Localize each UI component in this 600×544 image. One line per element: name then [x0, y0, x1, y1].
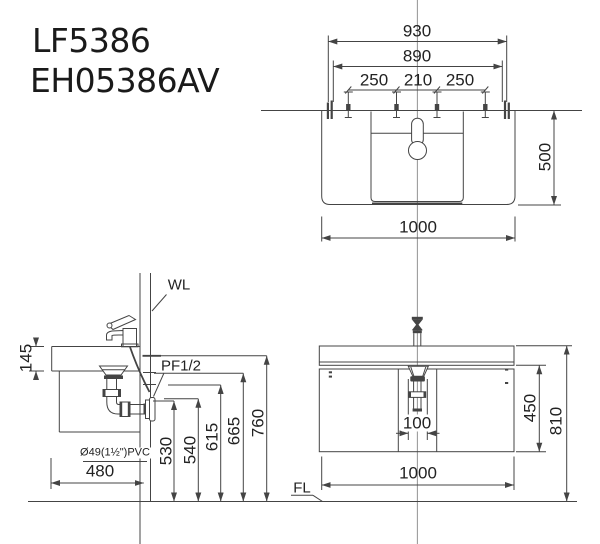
dim-760-label: 760 [248, 408, 268, 438]
dim-145 [29, 337, 44, 380]
basin-outline [370, 111, 464, 202]
dim-530-label: 530 [156, 436, 176, 466]
floor-line-label: FL [293, 479, 311, 497]
drain-pipe-label: Ø49(1½")PVC [79, 446, 151, 459]
dim-500-label: 500 [535, 142, 555, 172]
wl-leader-line [151, 294, 167, 312]
screw-icon [432, 91, 442, 118]
screw-icon [392, 91, 401, 118]
mounting-screws [343, 91, 490, 118]
model-number-1: LF5386 [32, 21, 151, 60]
side-view [29, 273, 270, 544]
dim-210-label: 210 [403, 70, 433, 90]
faucet-front-icon [411, 316, 423, 346]
fl-leader-line [312, 494, 323, 502]
faucet-side-icon [106, 314, 139, 348]
pf-leader-line [153, 372, 165, 397]
hinge-mark [328, 375, 332, 378]
mounting-bracket-left [326, 100, 333, 119]
screw-icon [343, 91, 353, 118]
dim-145-label: 145 [16, 343, 36, 373]
mounting-bracket-right [503, 100, 510, 119]
screw-icon [480, 91, 490, 118]
top-view [261, 35, 582, 242]
hinge-mark [505, 368, 509, 371]
side-view-dimensions [50, 355, 270, 502]
dim-930-label: 930 [402, 21, 432, 41]
hinge-mark [505, 382, 509, 384]
dim-1000-top-label: 1000 [399, 217, 437, 237]
dim-100-label: 100 [401, 413, 433, 433]
front-view [28, 316, 577, 502]
dim-250-right-label: 250 [445, 70, 475, 90]
dim-540-label: 540 [180, 435, 200, 465]
dim-665-label: 665 [224, 416, 244, 446]
countertop-front-outline [318, 345, 515, 366]
dim-810-label: 810 [546, 406, 566, 436]
dim-450-label: 450 [520, 393, 540, 423]
dim-615-label: 615 [202, 422, 222, 452]
drain-hole-circle [408, 141, 427, 160]
dim-890-label: 890 [402, 46, 432, 66]
top-view-dimensions [321, 35, 561, 242]
wall-line-label: WL [167, 276, 191, 294]
dim-1000-front-label: 1000 [399, 463, 437, 483]
supply-label: PF1/2 [160, 357, 202, 375]
dim-480-label: 480 [85, 461, 115, 481]
drain-trap-side-icon [98, 365, 156, 422]
model-number-2: EH05386AV [30, 61, 220, 100]
drain-front-icon [407, 365, 430, 412]
dim-250-left-label: 250 [359, 70, 389, 90]
supply-hose-line [129, 346, 151, 393]
hinge-mark [328, 371, 332, 374]
counter-outline [321, 110, 516, 205]
